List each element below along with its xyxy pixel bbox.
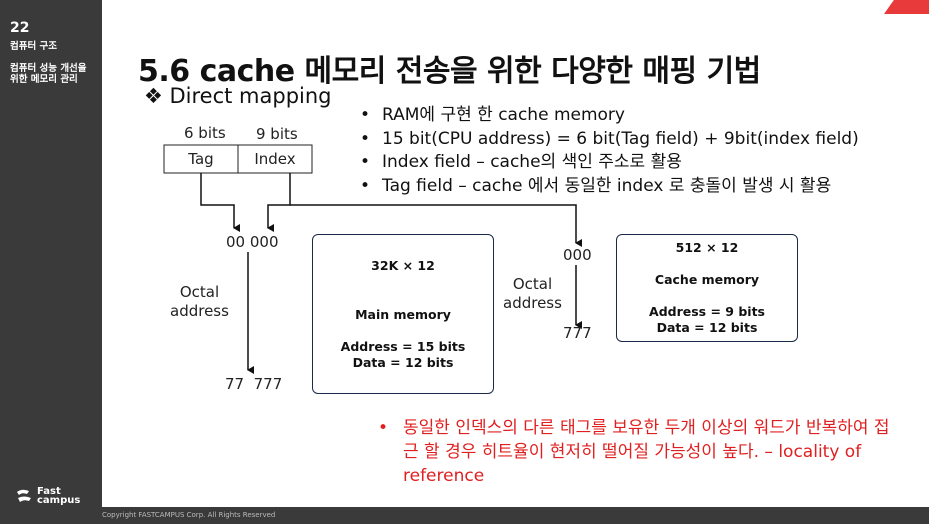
index-to-cache-connector: [290, 204, 582, 247]
logo-text-top: Fast: [37, 486, 61, 497]
octal-address-right: Octal address: [503, 275, 562, 312]
footer: Copyright FASTCAMPUS Corp. All Rights Re…: [102, 507, 929, 524]
bullet-item: Index field – cache의 색인 주소로 활용: [360, 151, 859, 175]
index-bits-label: 9 bits: [256, 125, 298, 143]
main-memory-address: Address = 15 bits: [340, 339, 466, 354]
slide-subtitle: ❖ Direct mapping: [144, 84, 332, 108]
tag-connector: [200, 173, 240, 232]
note-item: 동일한 인덱스의 다른 태그를 보유한 두개 이상의 워드가 반복하여 접근 할…: [378, 416, 903, 488]
course-name: 컴퓨터 구조: [10, 41, 58, 52]
note-list: 동일한 인덱스의 다른 태그를 보유한 두개 이상의 워드가 반복하여 접근 할…: [378, 416, 903, 488]
slide-number: 22: [10, 20, 30, 36]
cache-memory-size: 512 × 12: [675, 240, 739, 255]
tag-field-label: Tag: [188, 150, 214, 168]
main-memory-size: 32K × 12: [371, 258, 435, 273]
cache-memory-address: Address = 9 bits: [649, 304, 765, 319]
copyright-text: Copyright FASTCAMPUS Corp. All Rights Re…: [102, 511, 276, 519]
octal-address-left: Octal address: [170, 283, 229, 320]
main-start-address: 00 000: [226, 233, 279, 251]
index-field-label: Index: [254, 150, 296, 168]
bullet-item: 15 bit(CPU address) = 6 bit(Tag field) +…: [360, 128, 859, 152]
main-memory-name: Main memory: [355, 307, 451, 322]
logo-text: Fast campus: [37, 486, 81, 506]
main-memory-box: 32K × 12 Main memory Address = 15 bits D…: [312, 234, 494, 394]
slide-title: 5.6 cache 메모리 전송을 위한 다양한 매핑 기법: [138, 54, 761, 89]
cache-memory-box: 512 × 12 Cache memory Address = 9 bits D…: [616, 234, 798, 342]
tag-bits-label: 6 bits: [184, 124, 226, 142]
corner-accent: [884, 0, 929, 14]
cache-memory-name: Cache memory: [654, 272, 760, 287]
cache-end-address: 777: [563, 324, 592, 342]
cache-memory-data: Data = 12 bits: [656, 320, 758, 335]
main-end-address: 77 777: [225, 375, 283, 393]
fastcampus-logo-icon: [17, 489, 31, 502]
fastcampus-logo: Fast campus: [14, 486, 80, 506]
logo-text-bottom: campus: [37, 495, 81, 506]
sidebar: 22 컴퓨터 구조 컴퓨터 성능 개선을 위한 메모리 관리 Fast camp…: [0, 0, 102, 524]
bullet-item: Tag field – cache 에서 동일한 index 로 충돌이 발생 …: [360, 175, 859, 199]
bullet-item: RAM에 구현 한 cache memory: [360, 104, 859, 128]
section-name: 컴퓨터 성능 개선을 위한 메모리 관리: [10, 63, 87, 85]
index-to-main-connector: [267, 173, 291, 232]
main-memory-data: Data = 12 bits: [352, 355, 454, 370]
bullet-list: RAM에 구현 한 cache memory 15 bit(CPU addres…: [360, 104, 859, 198]
cache-start-address: 000: [563, 246, 592, 264]
